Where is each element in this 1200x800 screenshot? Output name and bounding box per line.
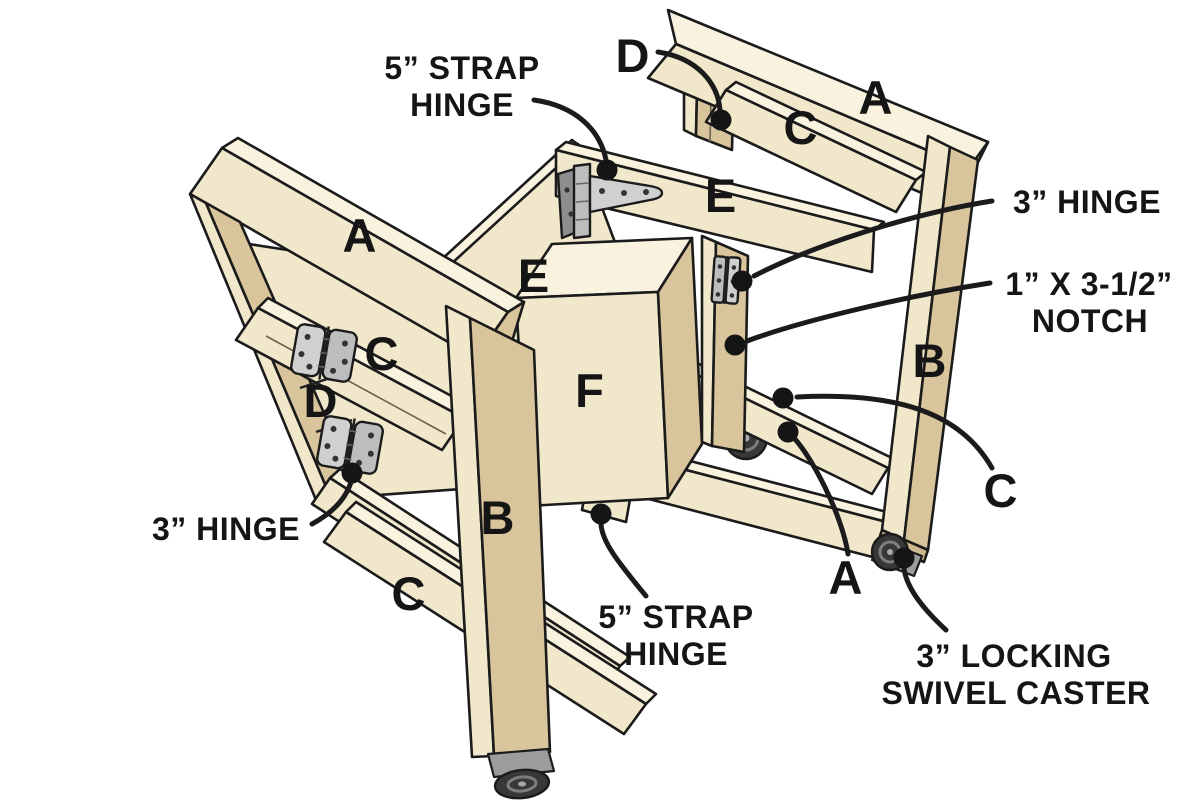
caster-left-ring xyxy=(506,775,538,793)
part-letter-a-right-bottom: A xyxy=(829,551,864,604)
leader-strap-hinge-bottom xyxy=(598,521,649,599)
caster-left-bracket xyxy=(486,747,556,779)
dot-hinge-right xyxy=(731,270,753,292)
part-letter-b-right: B xyxy=(913,334,948,387)
leader-c-right-lower xyxy=(794,393,995,471)
callout-notch-line2: NOTCH xyxy=(1032,303,1148,339)
part-letter-e-left: E xyxy=(518,249,550,302)
callout-leaders xyxy=(309,49,995,633)
dot-d-right-top xyxy=(710,109,732,131)
dot-strap-hinge-top xyxy=(596,159,618,181)
dot-locking-caster xyxy=(893,547,915,569)
caster-right-hub xyxy=(887,549,893,555)
callout-strap-hinge-bottom-line2: HINGE xyxy=(624,636,728,672)
panel-e-top xyxy=(554,140,886,274)
leader-d-right-top xyxy=(655,49,723,113)
part-letter-a-left: A xyxy=(343,209,378,262)
leader-a-right-bottom xyxy=(787,431,851,557)
part-letter-c-right-lower: C xyxy=(984,464,1019,517)
caster-left xyxy=(486,747,556,800)
strap-hinge-top-graphic xyxy=(556,162,664,240)
part-letter-a-right-top: A xyxy=(859,71,894,124)
panel-e-top-face xyxy=(554,148,876,274)
part-letters: A C D B C D A C E E F B C A xyxy=(304,29,1019,620)
hinge-3in-left-upper-graphic xyxy=(290,323,358,383)
right-c-brace-face xyxy=(704,88,918,214)
callout-strap-hinge-top-line2: HINGE xyxy=(410,87,514,123)
callout-hinge-left: 3” HINGE xyxy=(152,511,300,547)
left-b-leg-face xyxy=(468,316,552,758)
leader-locking-caster xyxy=(901,565,949,633)
callout-labels: 5” STRAP HINGE 3” HINGE 1” X 3-1/2” NOTC… xyxy=(152,50,1172,711)
part-letter-d-right-top: D xyxy=(616,29,651,82)
leader-hinge-left xyxy=(309,479,354,527)
part-letter-f-box: F xyxy=(575,364,605,417)
part-letter-c-left-lower: C xyxy=(392,567,427,620)
part-letter-d-left: D xyxy=(304,374,339,427)
part-letter-c-left-upper: C xyxy=(365,327,400,380)
callout-notch-line1: 1” X 3-1/2” xyxy=(1005,266,1172,302)
part-letter-e-top: E xyxy=(705,169,737,222)
leader-strap-hinge-top xyxy=(531,97,609,163)
dot-c-right-lower xyxy=(772,387,794,409)
box-f xyxy=(514,236,704,508)
callout-strap-hinge-bottom-line1: 5” STRAP xyxy=(598,599,753,635)
part-letter-c-right-top: C xyxy=(784,101,819,154)
callout-locking-caster-line2: SWIVEL CASTER xyxy=(881,675,1150,711)
dot-a-right-bottom xyxy=(777,421,799,443)
part-letter-b-left: B xyxy=(481,491,516,544)
left-leg-assembly xyxy=(188,136,658,759)
box-f-side xyxy=(656,236,704,500)
leader-notch-right xyxy=(744,280,993,344)
callout-hinge-right: 3” HINGE xyxy=(1013,184,1161,220)
right-leg-assembly xyxy=(646,8,990,564)
leader-hinge-right xyxy=(751,198,995,279)
dot-strap-hinge-bottom xyxy=(590,503,612,525)
dot-notch-right xyxy=(724,334,746,356)
dot-hinge-left xyxy=(341,462,363,484)
callout-strap-hinge-top-line1: 5” STRAP xyxy=(384,50,539,86)
caster-left-hub xyxy=(518,781,526,787)
callout-locking-caster-line1: 3” LOCKING xyxy=(916,638,1111,674)
